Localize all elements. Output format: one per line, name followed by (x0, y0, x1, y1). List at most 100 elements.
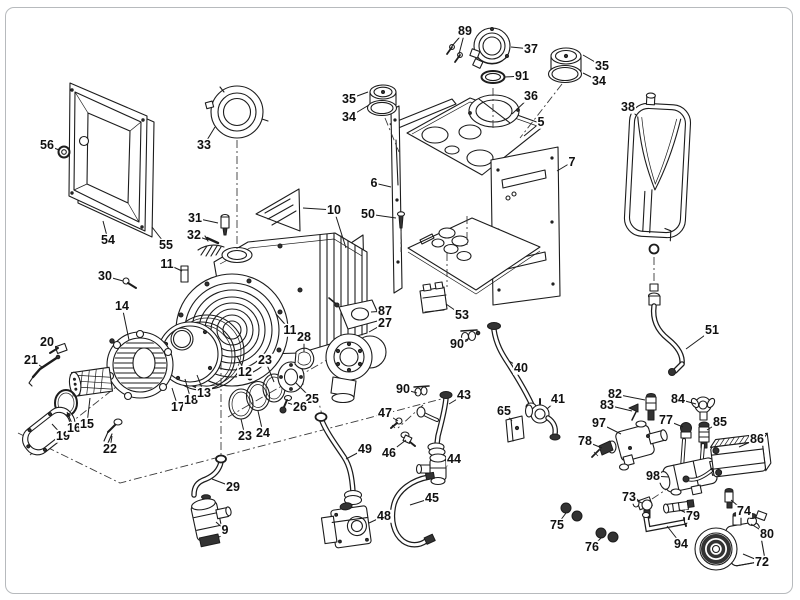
screw-47 (390, 417, 403, 429)
part-label-6: 6 (369, 175, 379, 190)
burner-door-13 (157, 321, 223, 387)
expansion-tank-38 (623, 92, 692, 242)
mounting-bracket-upper-10 (255, 188, 301, 232)
access-panel-door (68, 82, 148, 232)
part-label-91: 91 (514, 68, 530, 83)
valve-assembly-97 (607, 420, 668, 471)
part-label-79: 79 (685, 508, 701, 523)
part-label-34: 34 (591, 73, 607, 88)
fitting-82 (645, 393, 657, 421)
part-label-44: 44 (446, 451, 462, 466)
vent-adapter-35-34-left (366, 84, 398, 117)
part-label-41: 41 (550, 391, 566, 406)
part-label-94: 94 (673, 536, 689, 551)
gas-pipe-49 (314, 412, 363, 506)
valve-41 (524, 398, 561, 441)
part-label-32: 32 (186, 227, 202, 242)
part-label-76: 76 (584, 539, 600, 554)
part-label-90: 90 (395, 381, 411, 396)
part-label-15: 15 (79, 416, 95, 431)
part-label-84: 84 (670, 391, 686, 406)
part-label-40: 40 (513, 360, 529, 375)
part-label-86: 86 (749, 431, 765, 446)
knob-77 (680, 422, 692, 439)
part-label-10: 10 (326, 202, 342, 217)
part-label-49: 49 (357, 441, 373, 456)
bracket-65 (505, 415, 525, 443)
screw-78 (591, 440, 614, 458)
part-label-83: 83 (599, 397, 615, 412)
part-label-85: 85 (712, 414, 728, 429)
part-label-23: 23 (257, 352, 273, 367)
pipe-29 (191, 454, 227, 498)
part-label-9: 9 (220, 522, 230, 537)
igniter-22 (103, 418, 123, 444)
clamp-90-lower (413, 385, 430, 397)
part-label-46: 46 (381, 445, 397, 460)
part-label-11: 11 (282, 322, 298, 337)
grommet-56 (57, 145, 71, 159)
flue-screws-89 (446, 44, 463, 63)
part-label-20: 20 (39, 334, 55, 349)
part-label-50: 50 (360, 206, 376, 221)
part-label-25: 25 (304, 391, 320, 406)
plug-74 (724, 488, 734, 509)
part-label-53: 53 (454, 307, 470, 322)
part-label-38: 38 (620, 99, 636, 114)
burner-plate-14 (105, 329, 174, 401)
screw-30 (122, 277, 137, 289)
cap-84 (690, 396, 716, 421)
part-label-90: 90 (449, 336, 465, 351)
flue-collar-ring-36 (468, 94, 520, 128)
cabinet-right-panel-7 (490, 146, 561, 306)
part-label-37: 37 (523, 41, 539, 56)
part-label-43: 43 (456, 387, 472, 402)
expansion-tank-pipe-51 (650, 303, 685, 376)
part-label-73: 73 (621, 489, 637, 504)
part-label-74: 74 (736, 503, 752, 518)
part-label-34: 34 (341, 109, 357, 124)
part-label-72: 72 (754, 554, 770, 569)
part-label-24: 24 (255, 425, 271, 440)
part-label-35: 35 (594, 58, 610, 73)
part-label-11: 11 (159, 256, 175, 271)
part-label-17: 17 (170, 399, 186, 414)
part-label-23: 23 (237, 428, 253, 443)
page-border (5, 7, 793, 594)
screw-50 (396, 211, 406, 229)
hose-45 (389, 471, 436, 548)
part-label-14: 14 (114, 298, 130, 313)
blower-27 (325, 333, 387, 404)
clip-11-left (180, 265, 189, 283)
part-label-97: 97 (591, 415, 607, 430)
nuts-75 (560, 502, 583, 522)
part-label-29: 29 (225, 479, 241, 494)
part-label-48: 48 (376, 508, 392, 523)
part-label-7: 7 (567, 154, 577, 169)
part-label-82: 82 (607, 386, 623, 401)
part-label-36: 36 (523, 88, 539, 103)
part-label-35: 35 (341, 91, 357, 106)
part-label-22: 22 (102, 441, 118, 456)
part-label-78: 78 (577, 433, 593, 448)
part-label-16: 16 (66, 420, 82, 435)
part-label-65: 65 (496, 403, 512, 418)
part-label-80: 80 (759, 526, 775, 541)
pipe-94 (641, 511, 688, 533)
part-label-26: 26 (292, 399, 308, 414)
sensor-83 (628, 403, 639, 421)
part-label-28: 28 (296, 329, 312, 344)
part-label-54: 54 (100, 232, 116, 247)
part-label-18: 18 (183, 392, 199, 407)
pump-fittings-80 (732, 510, 768, 527)
part-label-27: 27 (377, 315, 393, 330)
vent-pipe-43 (416, 391, 453, 457)
burner-tube-15 (68, 366, 114, 397)
valve-9 (190, 494, 232, 548)
part-label-77: 77 (658, 412, 674, 427)
part-label-98: 98 (645, 468, 661, 483)
part-label-5: 5 (536, 114, 546, 129)
leader-line-10 (333, 209, 347, 249)
part-label-87: 87 (377, 303, 393, 318)
